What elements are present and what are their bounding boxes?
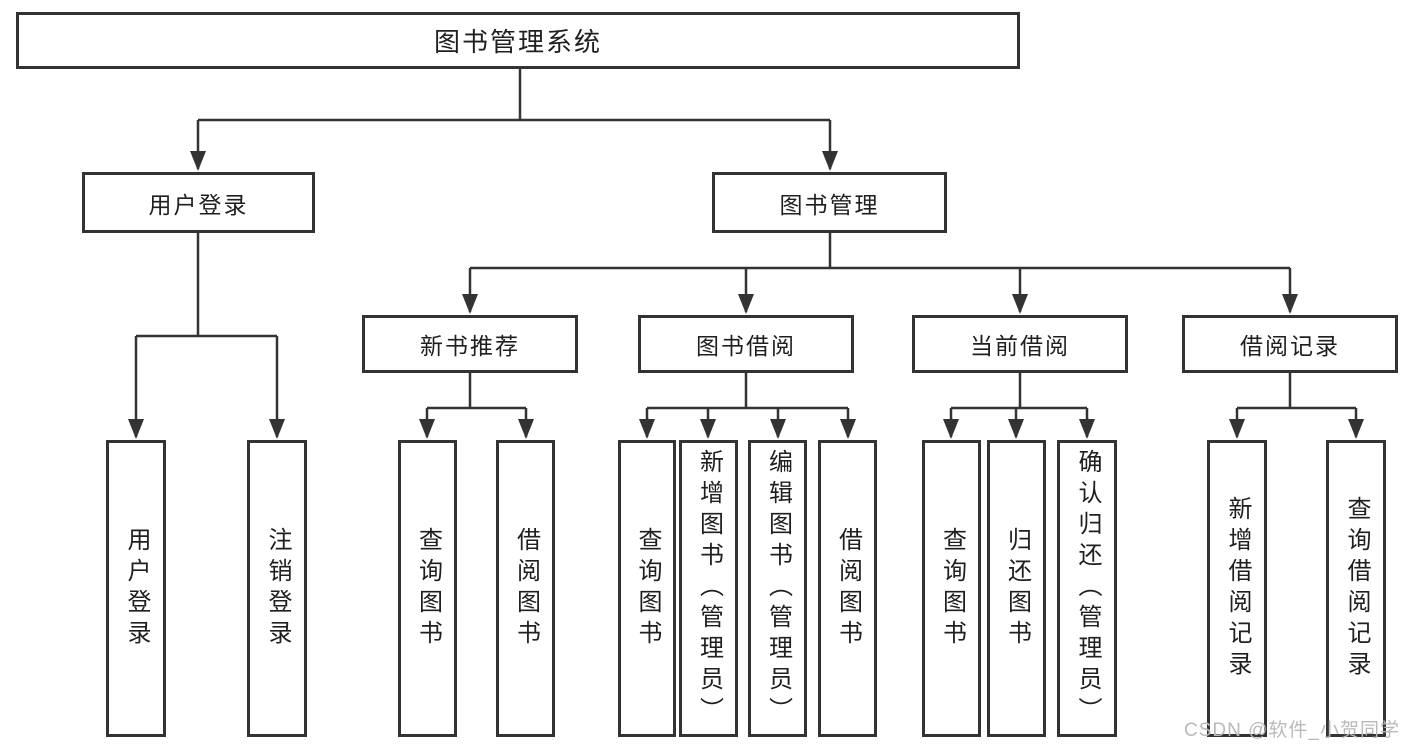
node-current-borrowing: 当前借阅 <box>912 315 1128 373</box>
leaf-logout: 注销登录 <box>247 440 307 737</box>
connector-borrowing-records-to-leaves <box>1229 373 1364 439</box>
leaf-return-books: 归还图书 <box>987 440 1046 737</box>
node-new-book-recommendation: 新书推荐 <box>362 315 578 373</box>
leaf-add-borrow-record: 新增借阅记录 <box>1207 440 1267 737</box>
connector-current-borrowing-to-leaves <box>943 373 1095 439</box>
leaf-edit-book-admin: 编辑图书（管理员） <box>748 440 807 737</box>
node-library-management-system: 图书管理系统 <box>16 12 1020 69</box>
leaf-query-borrow-record: 查询借阅记录 <box>1326 440 1386 737</box>
leaf-borrow-books-recommendation: 借阅图书 <box>496 440 555 737</box>
leaf-add-book-admin: 新增图书（管理员） <box>679 440 738 737</box>
node-borrowing-records: 借阅记录 <box>1182 315 1398 373</box>
connector-user-login-to-leaves <box>128 233 285 439</box>
connector-root-to-level2 <box>190 69 838 171</box>
csdn-watermark: CSDN @软件_小贺同学 <box>1184 720 1400 741</box>
leaf-query-books-recommendation: 查询图书 <box>398 440 457 737</box>
leaf-query-books-borrowing: 查询图书 <box>618 440 676 737</box>
connector-book-management-to-level3 <box>462 233 1298 314</box>
leaf-query-books-current: 查询图书 <box>922 440 981 737</box>
node-user-login: 用户登录 <box>82 172 315 233</box>
leaf-borrow-books-borrowing: 借阅图书 <box>818 440 877 737</box>
leaf-user-login: 用户登录 <box>106 440 166 737</box>
node-book-borrowing: 图书借阅 <box>638 315 854 373</box>
connector-book-borrowing-to-leaves <box>639 373 856 439</box>
connector-new-book-recommendation-to-leaves <box>419 373 534 439</box>
leaf-confirm-return-admin: 确认归还（管理员） <box>1057 440 1117 737</box>
node-book-management: 图书管理 <box>712 172 947 233</box>
